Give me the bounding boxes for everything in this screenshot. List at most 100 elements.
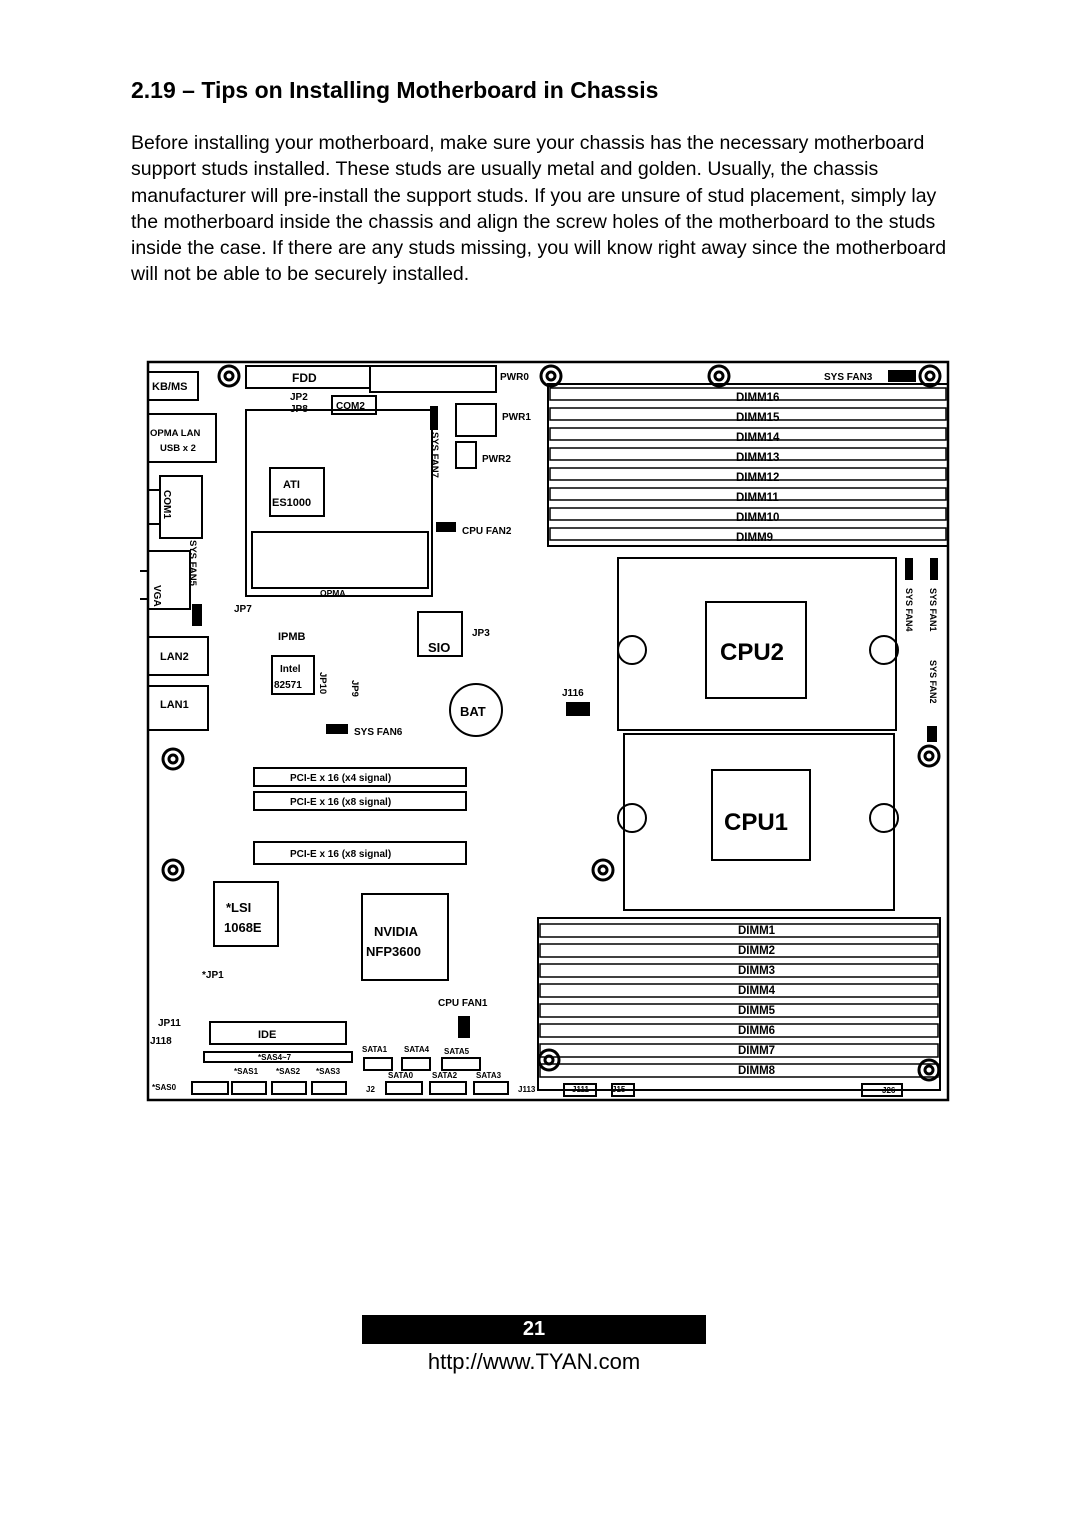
com2-label: COM2	[336, 401, 365, 412]
sys-fan6-label: SYS FAN6	[354, 727, 403, 738]
bat-label: BAT	[460, 704, 486, 719]
cpu-fan1-label: CPU FAN1	[438, 998, 488, 1009]
battery	[449, 683, 503, 737]
sys-fan1-label: SYS FAN1	[928, 588, 938, 632]
page-number: 21	[362, 1315, 706, 1344]
dimm-label: DIMM11	[736, 492, 779, 504]
82571-label: 82571	[274, 680, 302, 691]
pwr2-label: PWR2	[482, 454, 511, 465]
pwr0-connector	[369, 365, 497, 393]
sio-chip	[417, 611, 463, 657]
dimm-label: DIMM4	[738, 985, 776, 997]
vga-label: VGA	[151, 585, 162, 607]
jp10-label: JP10	[317, 672, 328, 694]
jp11-label: JP11	[158, 1018, 181, 1029]
footer-url[interactable]: http://www.TYAN.com	[427, 1349, 641, 1374]
sas1-label: *SAS1	[234, 1067, 259, 1076]
com1-label: COM1	[161, 490, 172, 519]
sas3-label: *SAS3	[316, 1067, 341, 1076]
lsi-model-label: 1068E	[224, 920, 262, 935]
pcie-slot-1-label: PCI-E x 16 (x4 signal)	[290, 773, 391, 784]
sas4-7-label: *SAS4~7	[258, 1053, 292, 1062]
cpu1-socket	[623, 733, 895, 911]
dimm-bank-top	[547, 383, 949, 547]
jp7-label: JP7	[234, 604, 252, 615]
cpu1-label: CPU1	[724, 809, 788, 836]
sas2-label: *SAS2	[276, 1067, 301, 1076]
lsi-label: *LSI	[226, 900, 251, 915]
pcie-slot-2	[253, 791, 467, 811]
mounting-holes	[161, 364, 942, 1082]
dimm-label: DIMM14	[736, 432, 780, 444]
sata0-label: SATA0	[388, 1071, 414, 1080]
lan1-port	[147, 685, 209, 731]
sys-fan4-label: SYS FAN4	[904, 588, 914, 632]
intel-label: Intel	[280, 664, 301, 675]
intro-paragraph: Before installing your motherboard, make…	[131, 132, 947, 286]
ati-label: ATI	[283, 479, 300, 491]
motherboard-diagram: KB/MS OPMA LAN USB x 2 COM1 VGA LAN2 LAN…	[140, 360, 950, 1102]
sys-fan2-label: SYS FAN2	[928, 660, 938, 704]
sas0-label: *SAS0	[152, 1083, 177, 1092]
cpu2-label: CPU2	[720, 639, 784, 666]
ipmb-label: IPMB	[278, 631, 306, 643]
j113-label: J113	[518, 1085, 536, 1094]
pwr2-connector	[455, 441, 477, 469]
j111-label: J111	[572, 1085, 589, 1094]
cpu-fan2-label: CPU FAN2	[462, 526, 512, 537]
es1000-label: ES1000	[272, 497, 311, 509]
sata1-label: SATA1	[362, 1045, 388, 1054]
jp3-label: JP3	[472, 628, 490, 639]
sata3-label: SATA3	[476, 1071, 502, 1080]
j116-label: J116	[562, 688, 584, 699]
jp1-label: *JP1	[202, 970, 224, 981]
intel-82571-chip	[271, 655, 315, 695]
pwr0-label: PWR0	[500, 372, 529, 383]
pcie-slot-1	[253, 767, 467, 787]
nvidia-label: NVIDIA	[374, 924, 419, 939]
pcie-slot-3	[253, 841, 467, 865]
opma-lan-label: OPMA LAN	[150, 428, 200, 439]
dimm-label: DIMM1	[738, 925, 776, 937]
dimm-label: DIMM5	[738, 1005, 776, 1017]
pwr1-connector	[455, 403, 497, 437]
sys-fan7-label: SYS FAN7	[429, 432, 440, 478]
opma-slot	[245, 409, 433, 597]
dimm-label: DIMM15	[736, 412, 780, 424]
nfp3600-label: NFP3600	[366, 944, 421, 959]
dimm-label: DIMM2	[738, 945, 775, 957]
pwr1-label: PWR1	[502, 412, 531, 423]
opma-label: OPMA	[320, 588, 346, 598]
ide-label: IDE	[258, 1029, 276, 1041]
jp2-label: JP2	[290, 392, 308, 403]
lan2-port	[147, 636, 209, 676]
dimm-label: DIMM16	[736, 392, 779, 404]
dimm-label: DIMM7	[738, 1045, 775, 1057]
dimm-bank-bottom	[537, 917, 941, 1091]
ide-connector	[209, 1021, 347, 1045]
dimm-label: DIMM6	[738, 1025, 775, 1037]
page-title: 2.19 – Tips on Installing Motherboard in…	[131, 77, 659, 103]
kbms-label: KB/MS	[152, 381, 187, 393]
sys-fan3-label: SYS FAN3	[824, 372, 873, 383]
dimm-label: DIMM13	[736, 452, 779, 464]
sio-label: SIO	[428, 640, 450, 655]
jp9-label: JP9	[349, 680, 360, 697]
j26-label: J26	[882, 1086, 896, 1095]
j15-label: J15	[612, 1085, 626, 1094]
j2-label: J2	[366, 1085, 375, 1094]
kbms-port	[147, 371, 199, 401]
sys-fan5-label: SYS FAN5	[187, 540, 198, 587]
dimm-label: DIMM9	[736, 532, 773, 544]
lan2-label: LAN2	[160, 651, 189, 663]
sata2-label: SATA2	[432, 1071, 458, 1080]
usb-label: USB x 2	[160, 443, 196, 454]
lsi-1068e-chip	[213, 881, 279, 947]
dimm-label: DIMM12	[736, 472, 779, 484]
opma-lan-port	[147, 413, 217, 463]
lan1-label: LAN1	[160, 699, 189, 711]
nvidia-nfp3600-chip	[361, 893, 449, 981]
j118-label: J118	[150, 1036, 172, 1047]
sata4-label: SATA4	[404, 1045, 430, 1054]
dimm-label: DIMM10	[736, 512, 779, 524]
